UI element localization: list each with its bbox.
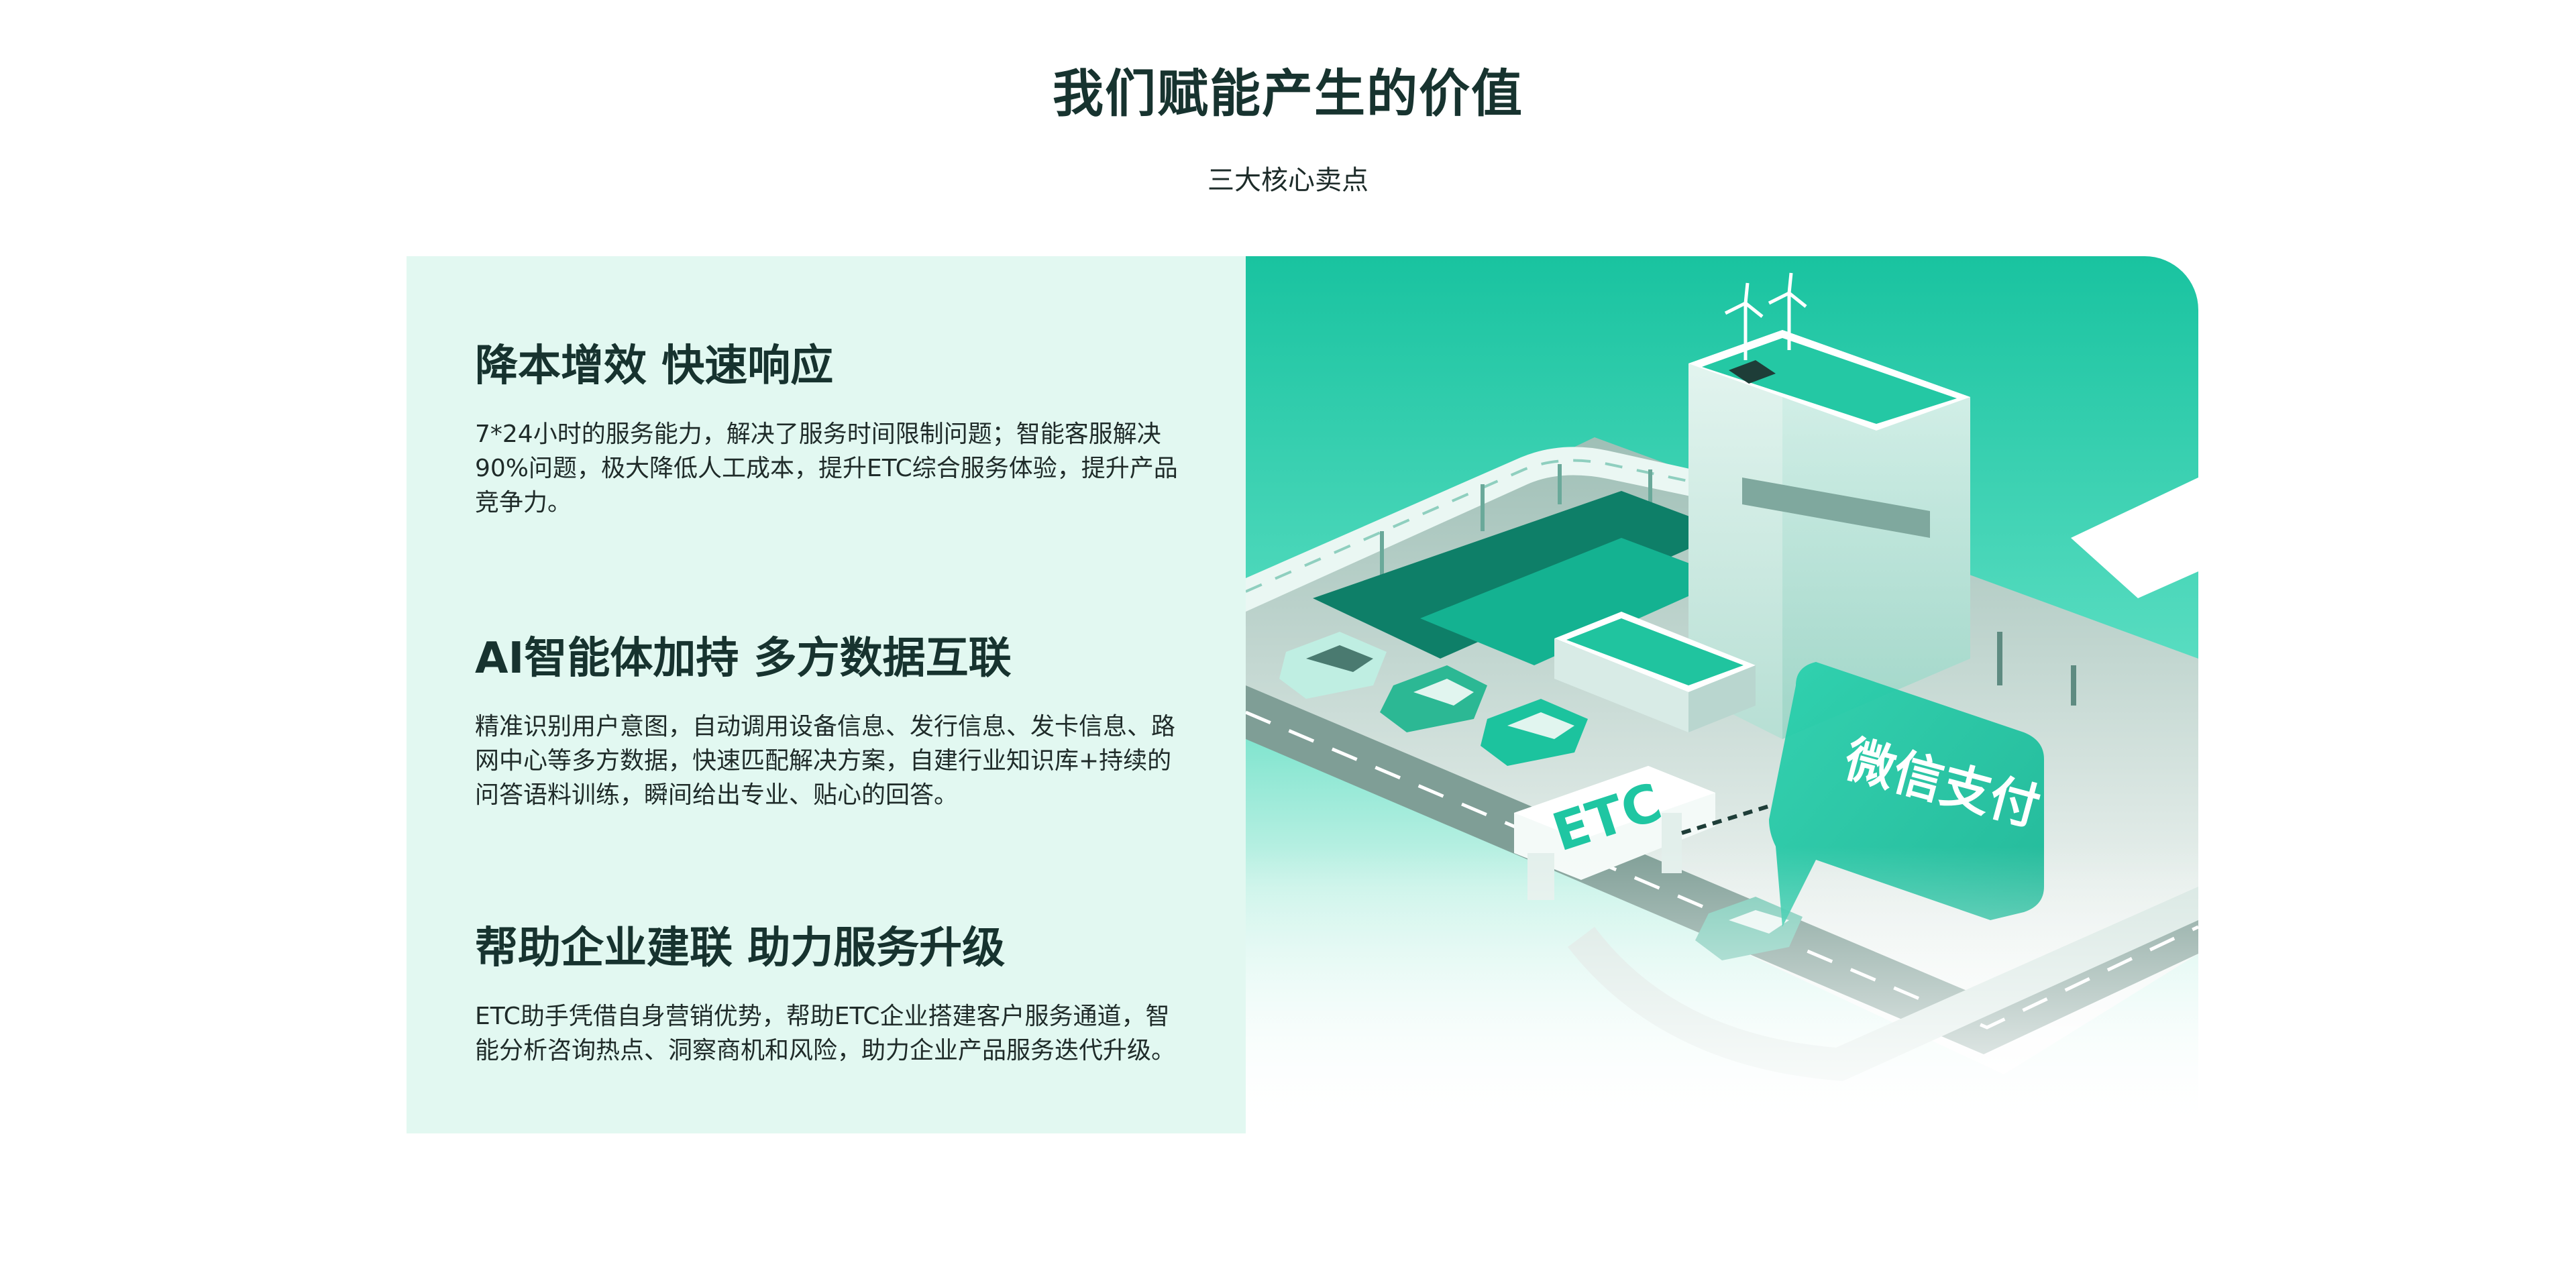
section-title: 我们赋能产生的价值	[1053, 64, 1523, 123]
feature-item: AI智能体加持 多方数据互联 精准识别用户意图，自动调用设备信息、发行信息、发卡…	[475, 624, 1193, 812]
feature-description: ETC助手凭借自身营销优势，帮助ETC企业搭建客户服务通道，智能分析咨询热点、洞…	[475, 1003, 1176, 1064]
feature-title: 帮助企业建联 助力服务升级	[475, 924, 1006, 973]
features-panel: 降本增效 快速响应 7*24小时的服务能力，解决了服务时间限制问题；智能客服解决…	[407, 256, 1246, 1133]
etc-scene-illustration: ETC 微信支付	[1246, 256, 2198, 1133]
feature-title: 降本增效 快速响应	[475, 341, 834, 391]
feature-description: 7*24小时的服务能力，解决了服务时间限制问题；智能客服解决90%问题，极大降低…	[475, 421, 1178, 516]
feature-item: 降本增效 快速响应 7*24小时的服务能力，解决了服务时间限制问题；智能客服解决…	[475, 331, 1193, 520]
feature-description: 精准识别用户意图，自动调用设备信息、发行信息、发卡信息、路网中心等多方数据，快速…	[475, 713, 1176, 809]
feature-title: AI智能体加持 多方数据互联	[475, 634, 1012, 683]
section-subtitle: 三大核心卖点	[1208, 165, 1368, 196]
feature-item: 帮助企业建联 助力服务升级 ETC助手凭借自身营销优势，帮助ETC企业搭建客户服…	[475, 913, 1193, 1068]
